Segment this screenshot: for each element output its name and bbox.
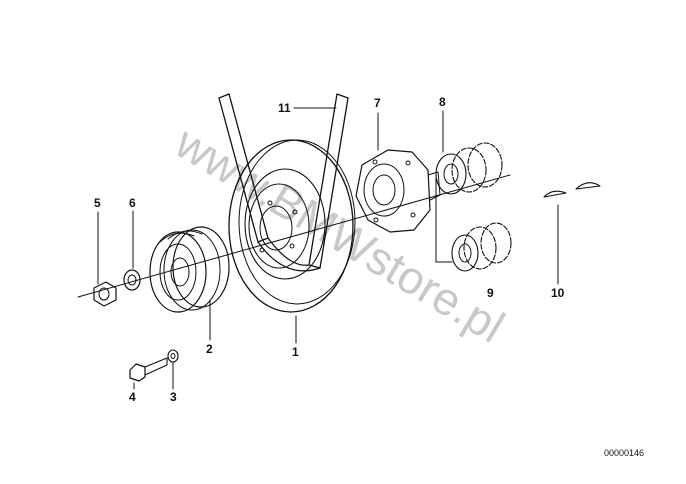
woodruff-keys[interactable] bbox=[543, 182, 601, 198]
hex-nut[interactable] bbox=[93, 281, 117, 307]
label-part-6: 6 bbox=[129, 196, 136, 210]
part-8-9-bracket bbox=[435, 177, 453, 263]
hub[interactable] bbox=[355, 149, 441, 233]
label-part-3: 3 bbox=[170, 390, 177, 404]
label-part-11: 11 bbox=[278, 101, 291, 115]
label-part-4: 4 bbox=[129, 390, 136, 404]
belt-pulley[interactable] bbox=[149, 226, 230, 313]
washer-large[interactable] bbox=[123, 269, 141, 291]
washer-small[interactable] bbox=[167, 349, 179, 363]
label-part-1: 1 bbox=[292, 345, 299, 359]
label-part-7: 7 bbox=[374, 96, 381, 110]
label-part-8: 8 bbox=[439, 95, 446, 109]
diagram-code: 00000146 bbox=[604, 448, 644, 458]
label-part-9: 9 bbox=[487, 286, 494, 300]
double-sprocket-lower[interactable] bbox=[451, 222, 512, 272]
label-part-10: 10 bbox=[551, 286, 565, 300]
leader-lines bbox=[97, 107, 559, 390]
vibration-damper[interactable] bbox=[228, 139, 356, 313]
double-sprocket-upper[interactable] bbox=[435, 142, 503, 195]
label-part-5: 5 bbox=[94, 196, 101, 210]
hex-bolt[interactable] bbox=[129, 357, 168, 382]
label-part-2: 2 bbox=[206, 342, 213, 356]
